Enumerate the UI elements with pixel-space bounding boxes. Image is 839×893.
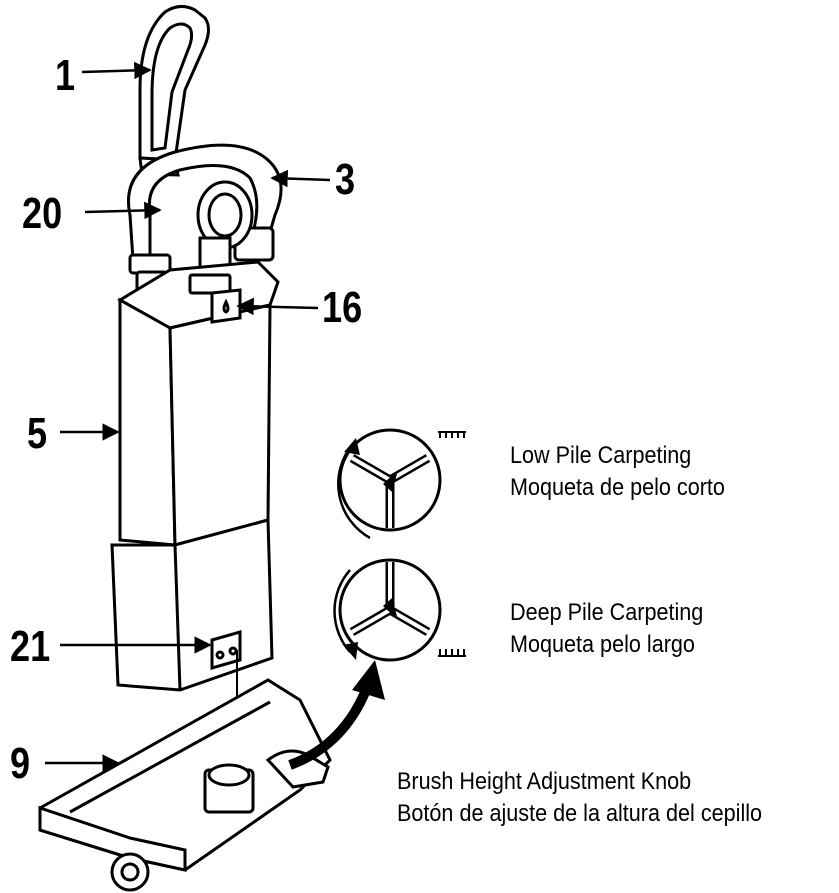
low-pile-dial — [337, 428, 466, 540]
callout-5: 5 — [27, 409, 48, 458]
low-pile-label-es: Moqueta de pelo corto — [510, 474, 725, 501]
deep-pile-icon — [438, 649, 466, 657]
arrow-3 — [270, 169, 331, 188]
callout-arrows — [45, 61, 331, 772]
callout-16: 16 — [322, 283, 363, 332]
knob-label-en: Brush Height Adjustment Knob — [397, 768, 692, 795]
knob-label-es: Botón de ajuste de la altura del cepillo — [397, 800, 763, 827]
deep-pile-label-es: Moqueta pelo largo — [510, 631, 695, 658]
low-pile-label: Low Pile Carpeting Moqueta de pelo corto — [510, 440, 725, 504]
knob-arrow — [288, 683, 373, 770]
deep-pile-label: Deep Pile Carpeting Moqueta pelo largo — [510, 597, 703, 661]
callout-20: 20 — [22, 189, 63, 238]
lower-canister — [110, 518, 274, 692]
knob-label: Brush Height Adjustment Knob Botón de aj… — [397, 766, 762, 830]
arrow-20 — [84, 201, 162, 220]
base — [38, 678, 332, 892]
arrow-1 — [81, 61, 152, 80]
deep-pile-label-en: Deep Pile Carpeting — [510, 599, 704, 626]
callout-3: 3 — [335, 155, 356, 204]
deep-pile-dial — [333, 558, 466, 662]
low-pile-label-en: Low Pile Carpeting — [510, 442, 692, 469]
callout-9: 9 — [10, 739, 31, 788]
callout-21: 21 — [10, 622, 51, 671]
knob-arrow-head — [352, 660, 385, 700]
main-body — [117, 260, 280, 547]
arrow-16 — [236, 297, 319, 316]
callout-1: 1 — [55, 51, 76, 100]
low-pile-icon — [438, 431, 466, 438]
